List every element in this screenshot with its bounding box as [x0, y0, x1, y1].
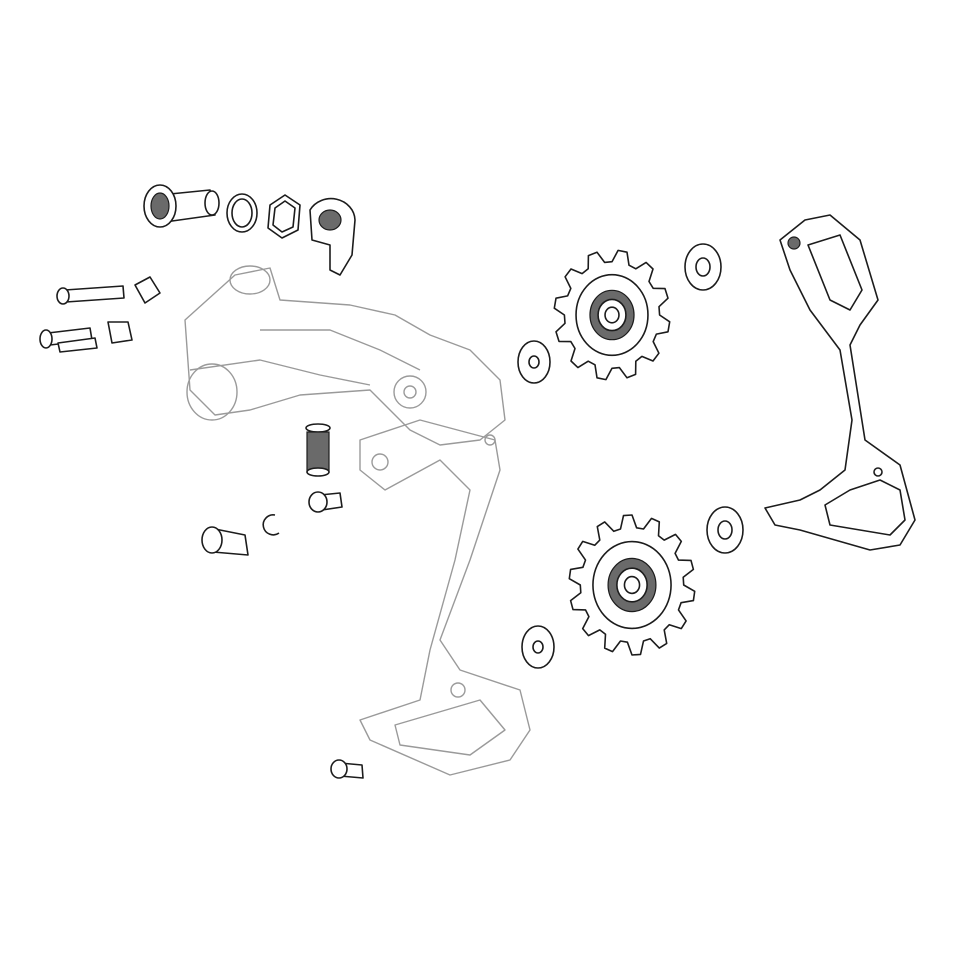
- derailleur-body-ghost: [184, 265, 506, 446]
- pivot-bushing: [201, 526, 249, 556]
- long-pin: [56, 285, 125, 305]
- outer-cage-ghost: [359, 419, 531, 776]
- spacer-ring-inner: [231, 198, 253, 228]
- square-washer-inner: [272, 200, 296, 233]
- upper-pulley-washer-right: [684, 243, 722, 291]
- lower-pulley-washer-right: [706, 506, 744, 554]
- cable-bolt: [308, 491, 343, 513]
- lower-pulley-hub-hole: [623, 575, 641, 595]
- upper-pulley-hub-hole: [604, 306, 620, 324]
- lower-pulley-washer-left: [521, 625, 555, 669]
- upper-pulley-washer-left: [517, 340, 551, 384]
- b-tension-tab: [309, 197, 356, 276]
- e-clip: [262, 514, 280, 536]
- b-bolt-bushing: [143, 184, 220, 228]
- short-pins: [39, 327, 98, 353]
- inner-cage-plate: [764, 214, 916, 551]
- lower-pulley: [568, 514, 696, 656]
- upper-pulley: [553, 249, 671, 381]
- cage-bolt-bottom: [330, 759, 364, 779]
- link-plate: [107, 321, 133, 344]
- pin-clip: [134, 276, 161, 304]
- limit-screw: [305, 423, 331, 477]
